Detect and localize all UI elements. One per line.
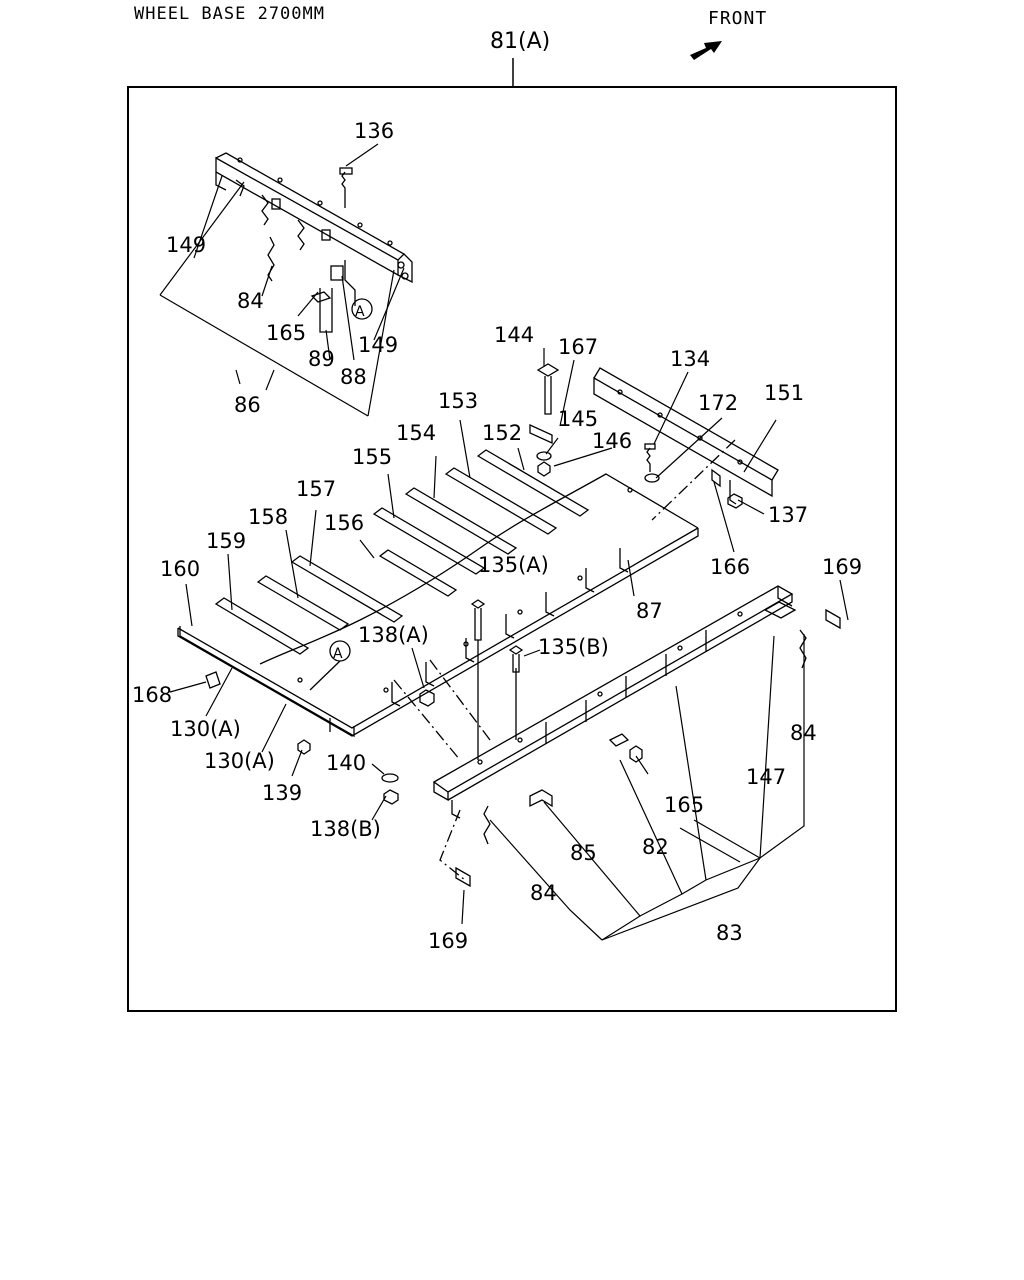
callout-160: 160 [160, 557, 200, 581]
callout-168: 168 [132, 683, 172, 707]
callout-152: 152 [482, 421, 522, 445]
callout-134: 134 [670, 347, 710, 371]
callout-136: 136 [354, 119, 394, 143]
assembly-label: 81(A) [490, 29, 550, 54]
callout-135b: 135(B) [538, 635, 609, 659]
callout-154: 154 [396, 421, 436, 445]
front-arrow-icon [690, 41, 722, 60]
ref-circle-top [351, 298, 373, 320]
front-label: FRONT [708, 8, 768, 29]
callout-135a: 135(A) [478, 553, 549, 577]
long-side-rail [432, 585, 797, 819]
callout-149a: 149 [166, 233, 206, 257]
callout-130a1: 130(A) [170, 717, 241, 741]
callout-158: 158 [248, 505, 288, 529]
callout-165a: 165 [266, 321, 306, 345]
callout-87: 87 [636, 599, 663, 623]
callout-147: 147 [746, 765, 786, 789]
callout-89: 89 [308, 347, 335, 371]
callout-149b: 149 [358, 333, 398, 357]
callout-156: 156 [324, 511, 364, 535]
callout-146: 146 [592, 429, 632, 453]
callout-84a: 84 [237, 289, 264, 313]
wheel-base-title: WHEEL BASE 2700MM [134, 4, 325, 24]
callout-84b: 84 [790, 721, 817, 745]
diagram-frame [127, 86, 897, 1012]
callout-155: 155 [352, 445, 392, 469]
callout-137: 137 [768, 503, 808, 527]
cross-bars [179, 449, 590, 738]
callout-144: 144 [494, 323, 534, 347]
callout-159: 159 [206, 529, 246, 553]
callout-151: 151 [764, 381, 804, 405]
callout-165b: 165 [664, 793, 704, 817]
ref-mark-a-bottom: A [333, 646, 343, 662]
callout-166: 166 [710, 555, 750, 579]
callout-153: 153 [438, 389, 478, 413]
callout-145: 145 [558, 407, 598, 431]
callout-138a: 138(A) [358, 623, 429, 647]
callout-83: 83 [716, 921, 743, 945]
callout-172: 172 [698, 391, 738, 415]
callout-86: 86 [234, 393, 261, 417]
leader-lines [159, 143, 849, 941]
callout-130a2: 130(A) [204, 749, 275, 773]
upper-crossmember [215, 152, 413, 284]
callout-labels: 136 149 84 165 89 88 149 86 144 167 134 … [132, 119, 862, 953]
callout-139: 139 [262, 781, 302, 805]
callout-82: 82 [642, 835, 669, 859]
callout-84c: 84 [530, 881, 557, 905]
callout-169a: 169 [822, 555, 862, 579]
ref-mark-a-top: A [355, 304, 365, 320]
callout-138b: 138(B) [310, 817, 381, 841]
callout-157: 157 [296, 477, 336, 501]
callout-169b: 169 [428, 929, 468, 953]
callout-140: 140 [326, 751, 366, 775]
bolt-136-shape [341, 171, 346, 208]
callout-88: 88 [340, 365, 367, 389]
callout-167: 167 [558, 335, 598, 359]
callout-85: 85 [570, 841, 597, 865]
rear-crossmember [593, 367, 779, 505]
